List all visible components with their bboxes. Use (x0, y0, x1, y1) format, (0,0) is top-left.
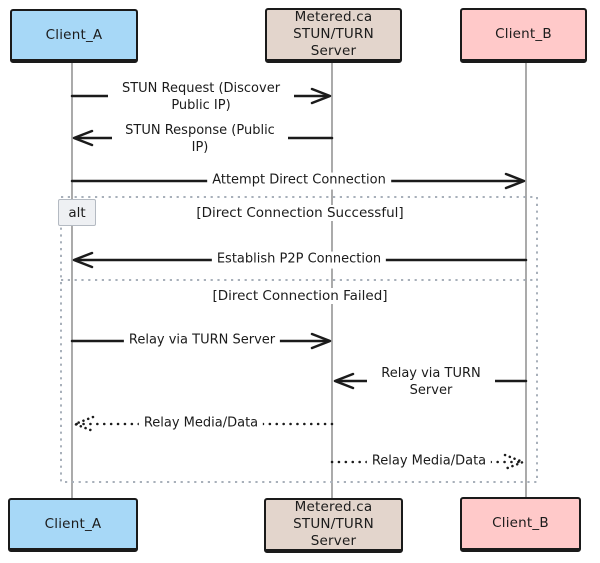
message-establish-p2p-label: Establish P2P Connection (211, 251, 387, 269)
message-stun-response-label: STUN Response (Public IP) (112, 123, 288, 157)
actor-server-top: Metered.ca STUN/TURN Server (265, 8, 402, 63)
condition-successful-label: [Direct Connection Successful] (192, 205, 408, 221)
condition-failed-label: [Direct Connection Failed] (208, 288, 392, 304)
actor-server-bottom-label: Metered.ca STUN/TURN Server (293, 499, 374, 549)
actor-client-b-top: Client_B (460, 8, 587, 63)
actor-client-b-bottom: Client_B (460, 497, 581, 552)
actor-client-a-top: Client_A (10, 9, 138, 63)
message-relay-media-b-label: Relay Media/Data (366, 453, 492, 471)
message-stun-request-label: STUN Request (Discover Public IP) (108, 81, 294, 115)
message-relay-turn-b-label: Relay via TURN Server (367, 366, 495, 400)
actor-client-b-top-label: Client_B (495, 26, 552, 43)
alt-operator-label: alt (68, 204, 86, 221)
message-relay-media-a-label: Relay Media/Data (138, 415, 264, 433)
actor-client-a-top-label: Client_A (45, 26, 103, 43)
actor-client-b-bottom-label: Client_B (492, 515, 549, 532)
lifelines (71, 63, 527, 498)
message-relay-turn-a-label: Relay via TURN Server (123, 332, 281, 350)
alt-operator-tag: alt (58, 199, 96, 226)
actor-server-bottom: Metered.ca STUN/TURN Server (264, 498, 403, 553)
actor-client-a-bottom: Client_A (8, 498, 138, 552)
actor-server-top-label: Metered.ca STUN/TURN Server (293, 9, 374, 59)
alt-frame-border (60, 196, 538, 483)
alt-frame (60, 196, 538, 483)
message-attempt-direct-label: Attempt Direct Connection (207, 172, 391, 190)
actor-client-a-bottom-label: Client_A (44, 515, 102, 532)
